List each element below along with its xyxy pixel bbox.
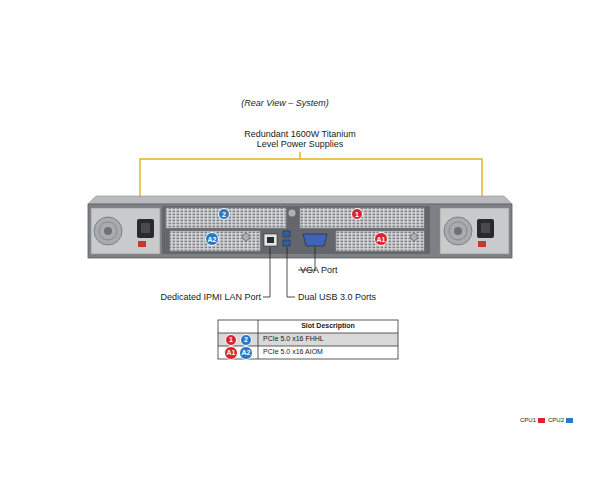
- legend-text: CPU2: [548, 417, 564, 423]
- table-header: Slot Description: [301, 322, 355, 330]
- slot-table: [218, 320, 398, 359]
- legend-text: CPU1: [520, 417, 536, 423]
- port-callout: Dual USB 3.0 Ports: [298, 292, 376, 302]
- view-title: (Rear View – System): [241, 98, 328, 108]
- power-supply: [91, 208, 160, 254]
- pcie-slot: [166, 208, 424, 228]
- callout-number: A1: [227, 349, 236, 356]
- table-callout: A2: [239, 346, 253, 360]
- power-supply: [440, 208, 509, 254]
- table-callout: 2: [240, 334, 252, 346]
- callout-number: 2: [244, 336, 248, 343]
- chassis: [88, 196, 512, 258]
- callout-number: 1: [229, 336, 233, 343]
- slot-callout: A2: [205, 232, 219, 246]
- table-cell: PCIe 5.0 x16 FHHL: [263, 335, 324, 343]
- io-ports: [264, 231, 327, 246]
- slot-callout: A1: [374, 232, 388, 246]
- table-callout: 1: [225, 334, 237, 346]
- table-cell: PCIe 5.0 x16 AIOM: [263, 348, 323, 356]
- port-callout: VGA Port: [300, 265, 338, 275]
- callout-number: 1: [355, 211, 359, 218]
- table-callout: A1: [224, 346, 238, 360]
- callout-number: A1: [377, 236, 386, 243]
- psu-callout: Redundant 1600W Titanium Level Power Sup…: [236, 129, 364, 150]
- slot-callout: 1: [351, 208, 363, 220]
- port-callout: Dedicated IPMI LAN Port: [160, 292, 261, 302]
- legend-swatch: [566, 418, 573, 423]
- aiom-slot: [170, 231, 424, 251]
- callout-number: A2: [208, 236, 217, 243]
- callout-number: 2: [222, 211, 226, 218]
- slot-callout: 2: [218, 208, 230, 220]
- legend-swatch: [538, 418, 545, 423]
- callout-number: A2: [242, 349, 251, 356]
